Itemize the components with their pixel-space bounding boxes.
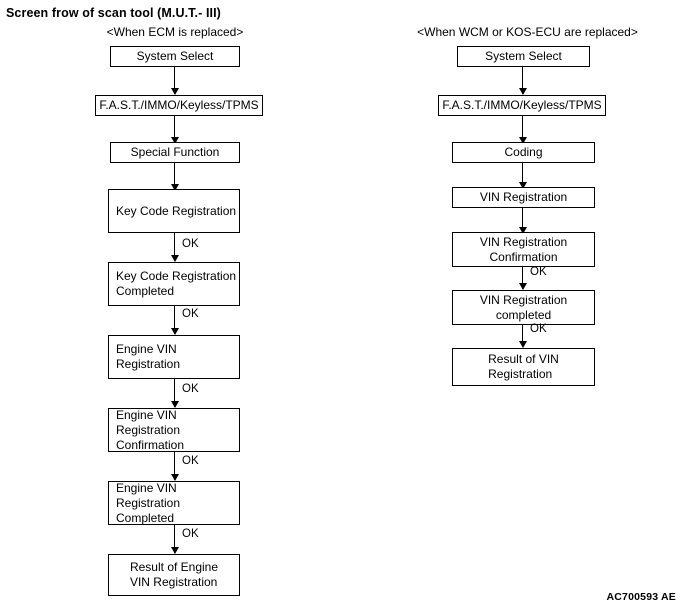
edge-label-ok: OK [530,323,547,335]
node-result-of-engine-vin-registration: Result of Engine VIN Registration [108,554,240,596]
node-key-code-registration-completed: Key Code Registration Completed [108,262,240,306]
node-system-select-left: System Select [110,46,240,67]
edge-label-ok: OK [182,238,199,250]
edge-label-ok: OK [182,528,199,540]
connector [522,163,524,188]
node-engine-vin-registration: Engine VIN Registration [108,335,240,379]
arrowhead-icon [170,184,179,191]
edge-label-ok: OK [182,308,199,320]
connector [174,163,176,190]
connector [174,452,176,480]
arrowhead-icon [170,474,179,481]
connector [174,116,176,143]
arrowhead-icon [518,341,527,348]
connector [174,379,176,407]
arrowhead-icon [170,547,179,554]
column-heading-ecm: <When ECM is replaced> [106,25,244,39]
node-fast-immo-right: F.A.S.T./IMMO/Keyless/TPMS [438,95,606,116]
page-title: Screen frow of scan tool (M.U.T.- III) [6,6,221,20]
node-fast-immo-left: F.A.S.T./IMMO/Keyless/TPMS [95,95,263,116]
connector [522,208,524,233]
connector [174,67,176,94]
arrowhead-icon [518,137,527,144]
node-key-code-registration: Key Code Registration [108,189,240,233]
arrowhead-icon [170,255,179,262]
node-special-function: Special Function [110,142,240,163]
connector [174,306,176,334]
arrowhead-icon [170,401,179,408]
arrowhead-icon [518,182,527,189]
node-system-select-right: System Select [457,46,590,67]
connector [174,525,176,553]
column-heading-wcm: <When WCM or KOS-ECU are replaced> [417,25,638,39]
connector [522,267,524,289]
node-engine-vin-registration-completed: Engine VIN Registration Completed [108,481,240,525]
connector [522,67,524,94]
edge-label-ok: OK [182,455,199,467]
node-result-of-vin-registration: Result of VIN Registration [452,348,595,386]
connector [522,116,524,143]
connector [174,233,176,261]
arrowhead-icon [170,88,179,95]
arrowhead-icon [518,283,527,290]
edge-label-ok: OK [182,383,199,395]
node-coding: Coding [452,142,595,163]
node-engine-vin-registration-confirmation: Engine VIN Registration Confirmation [108,408,240,452]
arrowhead-icon [518,227,527,234]
figure-id: AC700593 AE [606,591,676,603]
node-vin-registration-completed: VIN Registration completed [452,290,595,325]
arrowhead-icon [170,137,179,144]
arrowhead-icon [170,328,179,335]
node-vin-registration-confirmation: VIN Registration Confirmation [452,232,595,267]
node-vin-registration: VIN Registration [452,187,595,208]
edge-label-ok: OK [530,266,547,278]
connector [522,325,524,347]
arrowhead-icon [518,88,527,95]
